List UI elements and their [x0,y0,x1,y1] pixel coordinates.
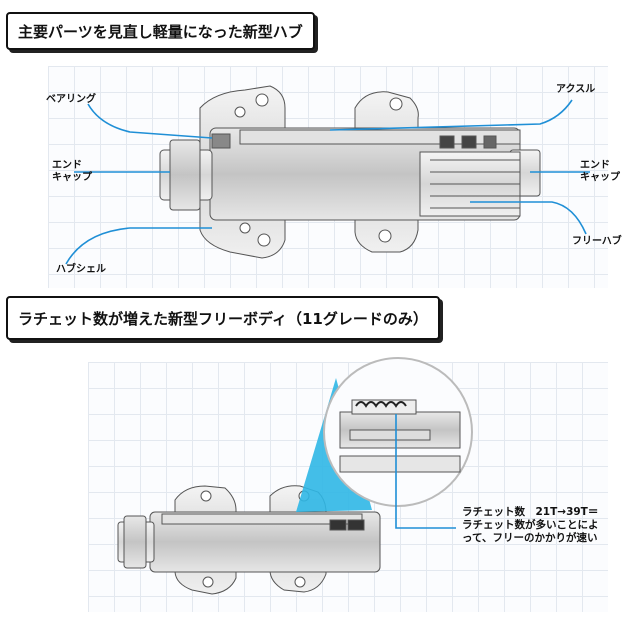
magnified-ratchet [323,357,473,507]
label-axle: アクスル [556,84,596,95]
hub-bottom [117,485,381,595]
label-bearing: ベアリング [46,94,96,105]
section1-title: 主要パーツを見直し軽量になった新型ハブ [6,12,315,50]
section1-title-text: 主要パーツを見直し軽量になった新型ハブ [18,22,303,41]
label-end-cap-left: エンド キャップ [52,160,92,183]
section2-title: ラチェット数が増えた新型フリーボディ（11グレードのみ） [6,296,440,340]
bearing-left [211,133,231,149]
axle [239,129,521,145]
ratchet-note-leader [395,414,456,529]
label-hub-shell: ハブシェル [56,264,106,275]
label-free-hub: フリーハブ [572,236,622,247]
section2-title-text: ラチェット数が増えた新型フリーボディ（11グレードのみ） [18,309,428,328]
label-end-cap-right: エンド キャップ [580,160,620,183]
hub-top [159,85,541,259]
leader-lines-top [65,99,590,265]
ratchet-note: ラチェット数 21T→39T＝ ラチェット数が多いことによ って、フリーのかかり… [462,506,599,544]
